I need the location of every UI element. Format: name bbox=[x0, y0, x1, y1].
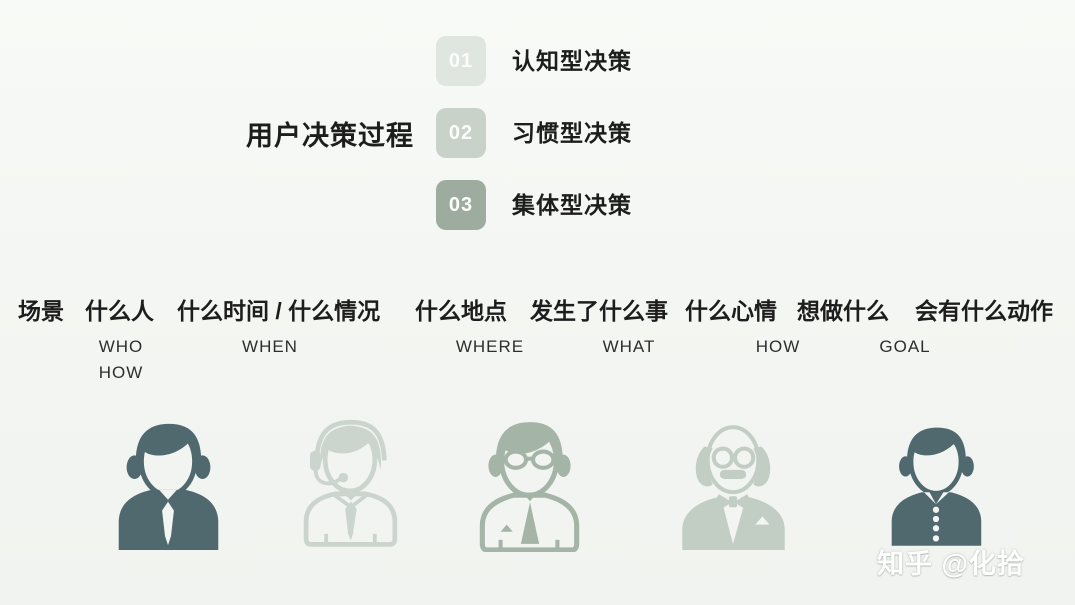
watermark: 知乎 @化拾 bbox=[877, 549, 1025, 579]
businessman-avatar-icon bbox=[103, 414, 233, 552]
scenario-label-what: 发生了什么事 bbox=[530, 298, 668, 324]
buttoned-man-avatar-svg bbox=[891, 427, 982, 546]
page-title: 用户决策过程 bbox=[246, 121, 414, 151]
scenario-label-action: 会有什么动作 bbox=[915, 298, 1053, 324]
scenario-label-when: 什么时间 / 什么情况 bbox=[177, 298, 381, 324]
scenario-label-mood: 什么心情 bbox=[685, 298, 777, 324]
step-2-label: 习惯型决策 bbox=[512, 120, 632, 146]
step-1-label: 认知型决策 bbox=[512, 48, 632, 74]
en-label-what: WHAT bbox=[602, 337, 656, 356]
glasses-man-avatar-icon bbox=[463, 410, 595, 552]
en-label-how-secondary: HOW bbox=[98, 363, 144, 382]
en-label-goal: GOAL bbox=[879, 337, 931, 356]
glasses-man-avatar-svg bbox=[479, 422, 580, 552]
step-3-number-badge: 03 bbox=[436, 180, 486, 230]
step-2-number-badge: 02 bbox=[436, 108, 486, 158]
scenario-label-where: 什么地点 bbox=[415, 298, 507, 324]
elderly-man-avatar-svg bbox=[682, 425, 785, 550]
en-label-where: WHERE bbox=[455, 337, 525, 356]
scenario-label-goal: 想做什么 bbox=[797, 298, 889, 324]
step-3-label: 集体型决策 bbox=[512, 192, 632, 218]
en-label-when: WHEN bbox=[242, 337, 298, 356]
scenario-lead-label: 场景 bbox=[18, 298, 64, 324]
support-agent-avatar-icon bbox=[288, 407, 412, 552]
scenario-label-who: 什么人 bbox=[85, 298, 154, 324]
elderly-man-avatar-icon bbox=[666, 410, 800, 552]
buttoned-man-avatar-icon bbox=[876, 414, 996, 552]
en-label-who: WHO bbox=[98, 337, 144, 356]
businessman-avatar-svg bbox=[118, 423, 219, 551]
step-1-number-badge: 01 bbox=[436, 36, 486, 86]
support-agent-avatar-svg bbox=[303, 419, 398, 547]
en-label-how: HOW bbox=[755, 337, 801, 356]
